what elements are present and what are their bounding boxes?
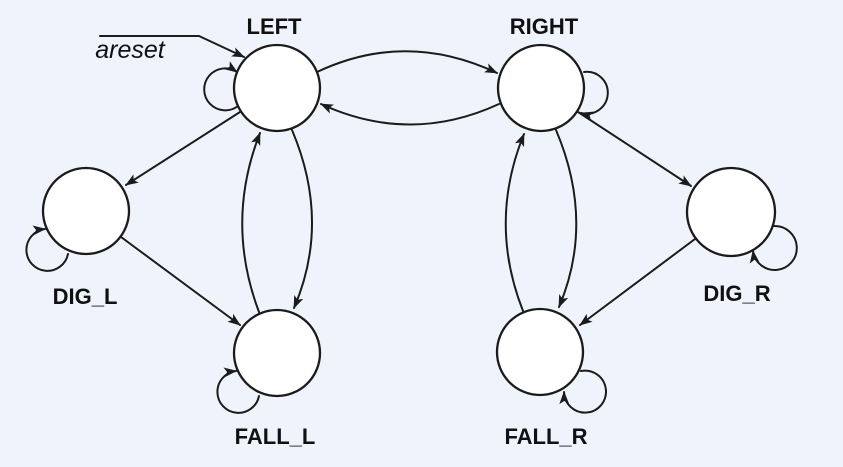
edge-left-to-dig-l xyxy=(125,111,241,186)
state-node-fall-l xyxy=(232,308,322,398)
edge-right-self-loop xyxy=(580,70,609,122)
state-node-fall-r xyxy=(495,307,585,397)
state-node-right xyxy=(496,43,586,133)
edge-right-to-fall-r xyxy=(555,129,578,308)
state-node-dig-l xyxy=(41,166,131,256)
reset-label: areset xyxy=(95,36,166,64)
nodes-layer xyxy=(41,43,777,398)
edge-dig-r-to-fall-r xyxy=(579,238,696,326)
edge-fall-l-to-left xyxy=(241,132,261,313)
edge-right-to-left xyxy=(320,103,500,126)
labels-layer: areset LEFT RIGHT DIG_L DIG_R FALL_L FALL_R xyxy=(53,14,771,449)
edge-right-to-dig-r xyxy=(577,111,692,187)
state-label-dig-r: DIG_R xyxy=(703,281,770,306)
state-node-dig-r xyxy=(685,166,777,258)
edge-left-to-fall-l xyxy=(291,129,313,309)
edge-dig-r-self-loop xyxy=(749,224,798,271)
edge-fall-r-to-right xyxy=(504,133,525,312)
state-node-left xyxy=(232,43,322,133)
reset-arrow xyxy=(99,35,245,58)
edge-left-self-loop xyxy=(203,61,239,112)
edge-dig-l-self-loop xyxy=(25,225,69,272)
state-label-left: LEFT xyxy=(247,14,303,39)
edges-layer xyxy=(25,35,798,414)
edge-fall-r-self-loop xyxy=(559,369,607,414)
state-label-fall-r: FALL_R xyxy=(504,424,587,449)
state-label-fall-l: FALL_L xyxy=(235,424,316,449)
edge-left-to-right xyxy=(316,50,498,74)
state-label-dig-l: DIG_L xyxy=(53,284,118,309)
state-label-right: RIGHT xyxy=(510,14,579,39)
edge-fall-l-self-loop xyxy=(216,367,260,414)
edge-dig-l-to-fall-l xyxy=(120,236,241,326)
